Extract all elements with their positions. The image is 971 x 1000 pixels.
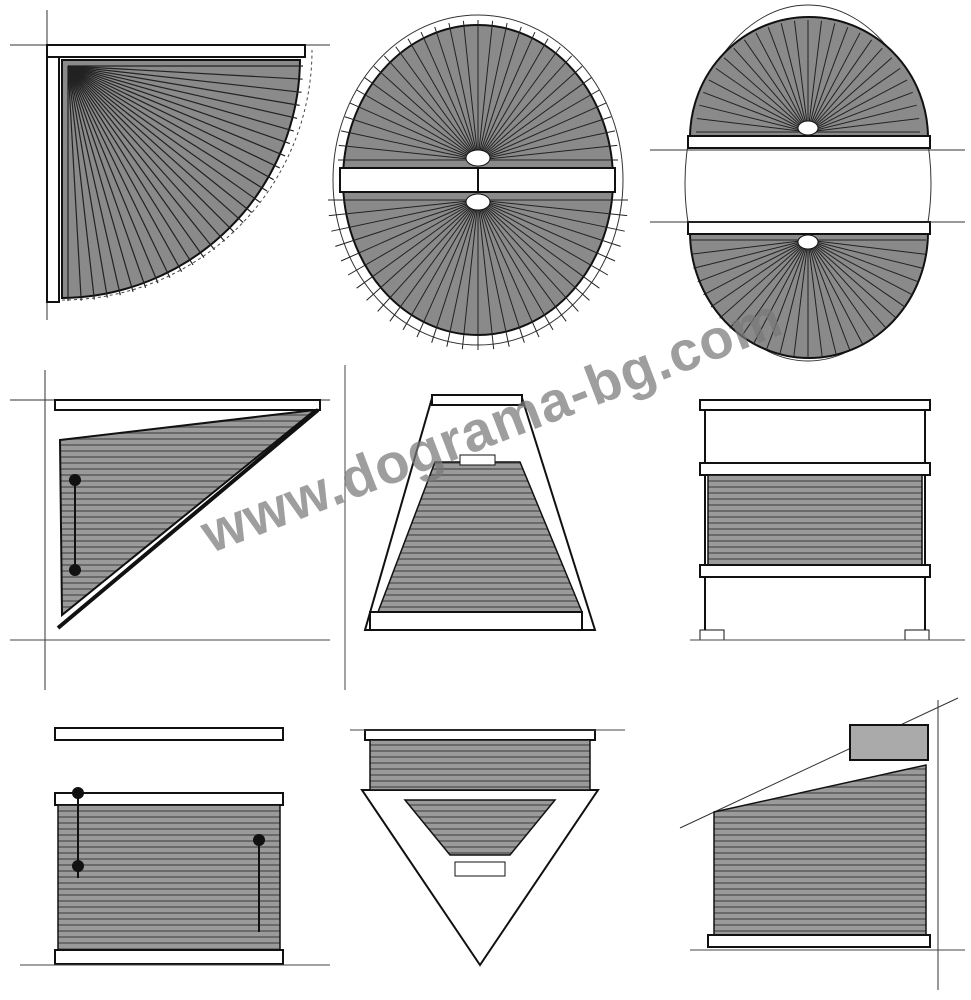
circular-window-shade	[328, 14, 628, 350]
split-arch-shade	[650, 4, 965, 362]
quarter-circle-shade	[10, 10, 330, 320]
inverted-triangle-shade	[360, 729, 600, 967]
trapezoid-shade	[363, 394, 597, 631]
slanted-top-shade	[679, 697, 959, 990]
rectangle-top-down-bottom-up-shade	[699, 399, 931, 641]
triangle-slanted-shade	[10, 370, 330, 690]
rectangle-cord-operated-shade	[54, 727, 284, 965]
guide-lines	[10, 365, 965, 966]
